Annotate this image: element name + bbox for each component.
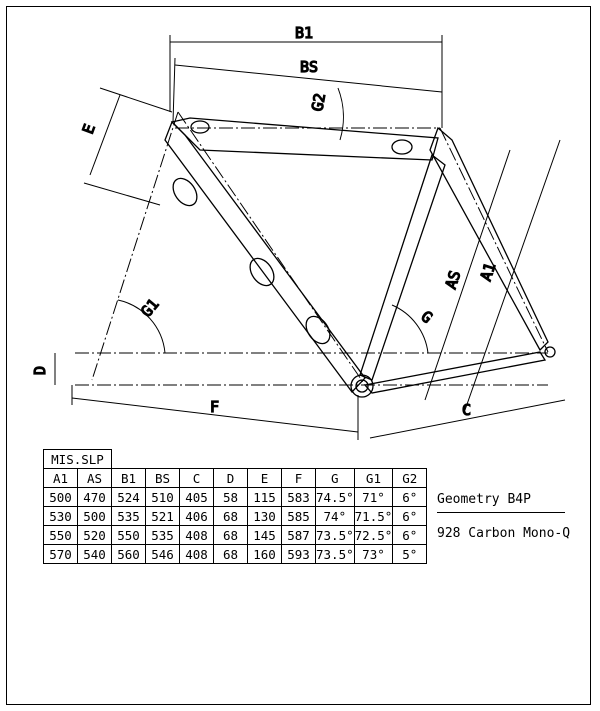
table-cell: 115 (247, 487, 282, 507)
table-cell: 500 (77, 506, 112, 526)
table-cell: 593 (281, 544, 316, 564)
table-cell: 72.5° (353, 525, 394, 545)
table-cell: 510 (145, 487, 180, 507)
model-name: 928 Carbon Mono-Q (437, 526, 571, 541)
table-cell: 585 (281, 506, 316, 526)
label-f: F (210, 398, 219, 416)
table-cell: 6° (392, 487, 428, 507)
column-header: A1 (43, 468, 78, 488)
table-cell: 500 (43, 487, 78, 507)
table-cell: 5° (392, 544, 428, 564)
table-cell: 408 (179, 525, 214, 545)
table-cell: 406 (179, 506, 214, 526)
column-header: BS (145, 468, 180, 488)
column-header: G2 (392, 468, 428, 488)
table-cell: 583 (281, 487, 316, 507)
label-e: E (79, 122, 99, 137)
table-cell: 587 (281, 525, 316, 545)
divider (437, 512, 565, 513)
table-cell: 58 (213, 487, 248, 507)
column-header: G1 (353, 468, 394, 488)
table-cell: 71° (353, 487, 394, 507)
drawing-border (6, 6, 591, 705)
table-cell: 6° (392, 506, 428, 526)
column-header: AS (77, 468, 112, 488)
label-c: C (462, 401, 471, 419)
column-header: E (247, 468, 282, 488)
table-cell: 68 (213, 506, 248, 526)
table-cell: 560 (111, 544, 146, 564)
bottom-bracket (350, 374, 374, 398)
label-d: D (31, 366, 49, 375)
table-cell: 524 (111, 487, 146, 507)
table-cell: 546 (145, 544, 180, 564)
label-g: G (417, 307, 435, 327)
frame-tubes (164, 117, 556, 398)
table-cell: 530 (43, 506, 78, 526)
label-g1: G1 (137, 295, 162, 320)
table-cell: 6° (392, 525, 428, 545)
geometry-name: Geometry B4P (437, 492, 531, 507)
label-a1: A1 (477, 260, 500, 283)
table-cell: 74° (315, 506, 355, 526)
label-as: AS (442, 268, 465, 291)
table-cell: 74.5° (315, 487, 355, 507)
label-bs: BS (300, 58, 318, 76)
table-cell: 145 (247, 525, 282, 545)
table-cell: 68 (213, 525, 248, 545)
table-cell: 73° (353, 544, 394, 564)
column-header: F (281, 468, 316, 488)
table-cell: 570 (43, 544, 78, 564)
column-header: C (179, 468, 214, 488)
table-cell: 408 (179, 544, 214, 564)
table-cell: 535 (145, 525, 180, 545)
table-cell: 550 (111, 525, 146, 545)
table-cell: 160 (247, 544, 282, 564)
table-cell: 130 (247, 506, 282, 526)
column-header: D (213, 468, 248, 488)
table-cell: 73.5° (315, 525, 355, 545)
label-g2: G2 (308, 92, 329, 113)
dimension-lines (54, 35, 566, 440)
table-cell: 470 (77, 487, 112, 507)
table-cell: 521 (145, 506, 180, 526)
table-cell: 71.5° (353, 506, 394, 526)
table-cell: 520 (77, 525, 112, 545)
table-cell: 73.5° (315, 544, 355, 564)
table-cell: 550 (43, 525, 78, 545)
table-cell: 68 (213, 544, 248, 564)
table-cell: 405 (179, 487, 214, 507)
column-header: B1 (111, 468, 146, 488)
fork-dropout (544, 346, 556, 358)
construction-lines (75, 111, 549, 386)
table-cell: 535 (111, 506, 146, 526)
column-header: G (315, 468, 355, 488)
table-title: MIS.SLP (43, 449, 112, 469)
table-cell: 540 (77, 544, 112, 564)
label-b1: B1 (295, 24, 313, 42)
